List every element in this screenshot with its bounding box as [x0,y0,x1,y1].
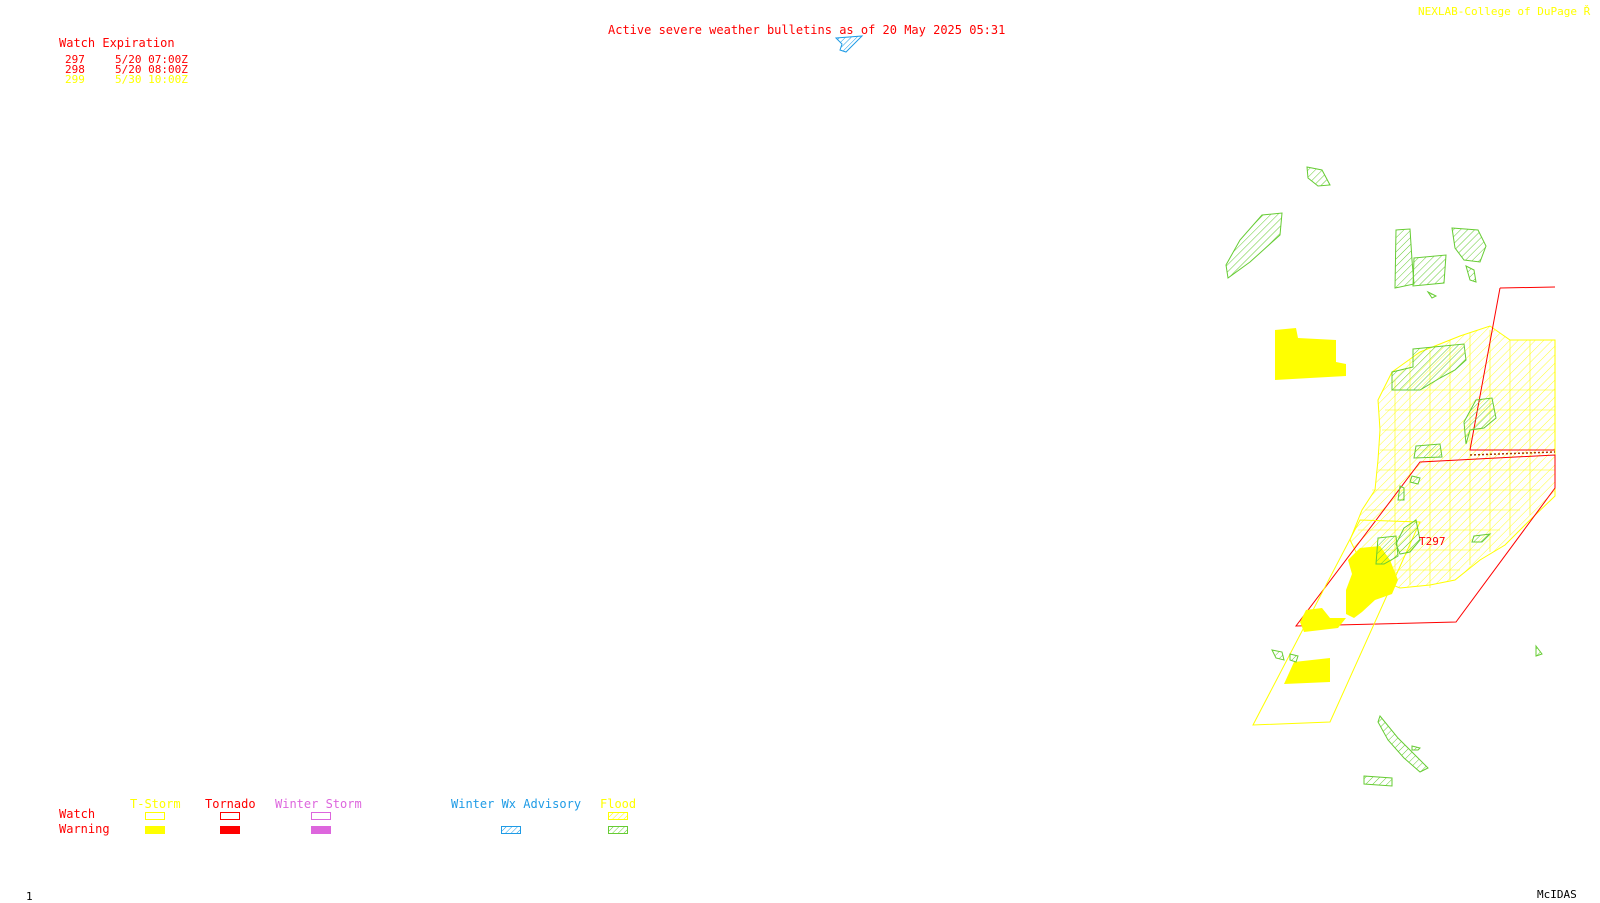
legend-row-warning: Warning [59,822,110,836]
legend-label-winter-storm: Winter Storm [275,797,362,811]
legend-swatch-tstorm-watch [145,812,165,820]
legend-label-tstorm: T-Storm [130,797,181,811]
winter-advisory-area [834,35,864,53]
legend-swatch-tornado-warning [220,826,240,834]
legend-label-tornado: Tornado [205,797,256,811]
legend-row-watch: Watch [59,807,96,821]
legend-swatch-tstorm-warning [145,826,165,834]
tstorm-warning-3 [1300,608,1346,632]
frame-number: 1 [26,890,33,903]
watch-id: 299 [65,73,85,86]
legend-swatch-winter-advisory [501,826,521,834]
watch-id: 298 [65,63,85,76]
watch-id: 297 [65,53,85,66]
watch-expiration: 5/20 08:00Z [115,63,188,76]
page-title: Active severe weather bulletins as of 20… [608,23,1006,37]
legend-swatch-flood-watch [608,812,628,820]
tornado-watch-outline-297 [1294,454,1556,627]
legend-swatch-tornado-watch [220,812,240,820]
legend-swatch-flood-warning [608,826,628,834]
legend-label-flood: Flood [600,797,637,811]
legend-label-winter-advisory: Winter Wx Advisory [451,797,582,811]
tstorm-watch-outline [1252,519,1421,726]
tstorm-warning-1 [1275,328,1346,380]
map-watch-label-t297: T297 [1419,535,1446,548]
legend-swatch-winter-storm-watch [311,812,331,820]
watch-expiration: 5/20 07:00Z [115,53,188,66]
tstorm-warning-4 [1284,658,1330,684]
watch-table-heading: Watch Expiration [59,36,175,50]
watch-expiration: 5/30 10:00Z [115,73,188,86]
credit-label: NEXLAB-College of DuPage Ř [1418,5,1591,18]
legend-swatch-winter-storm-warning [311,826,331,834]
software-label: McIDAS [1537,888,1577,901]
flood-warning-areas [1225,166,1543,787]
flood-watch-area [1349,325,1556,589]
tornado-watch-outline [1469,286,1556,451]
